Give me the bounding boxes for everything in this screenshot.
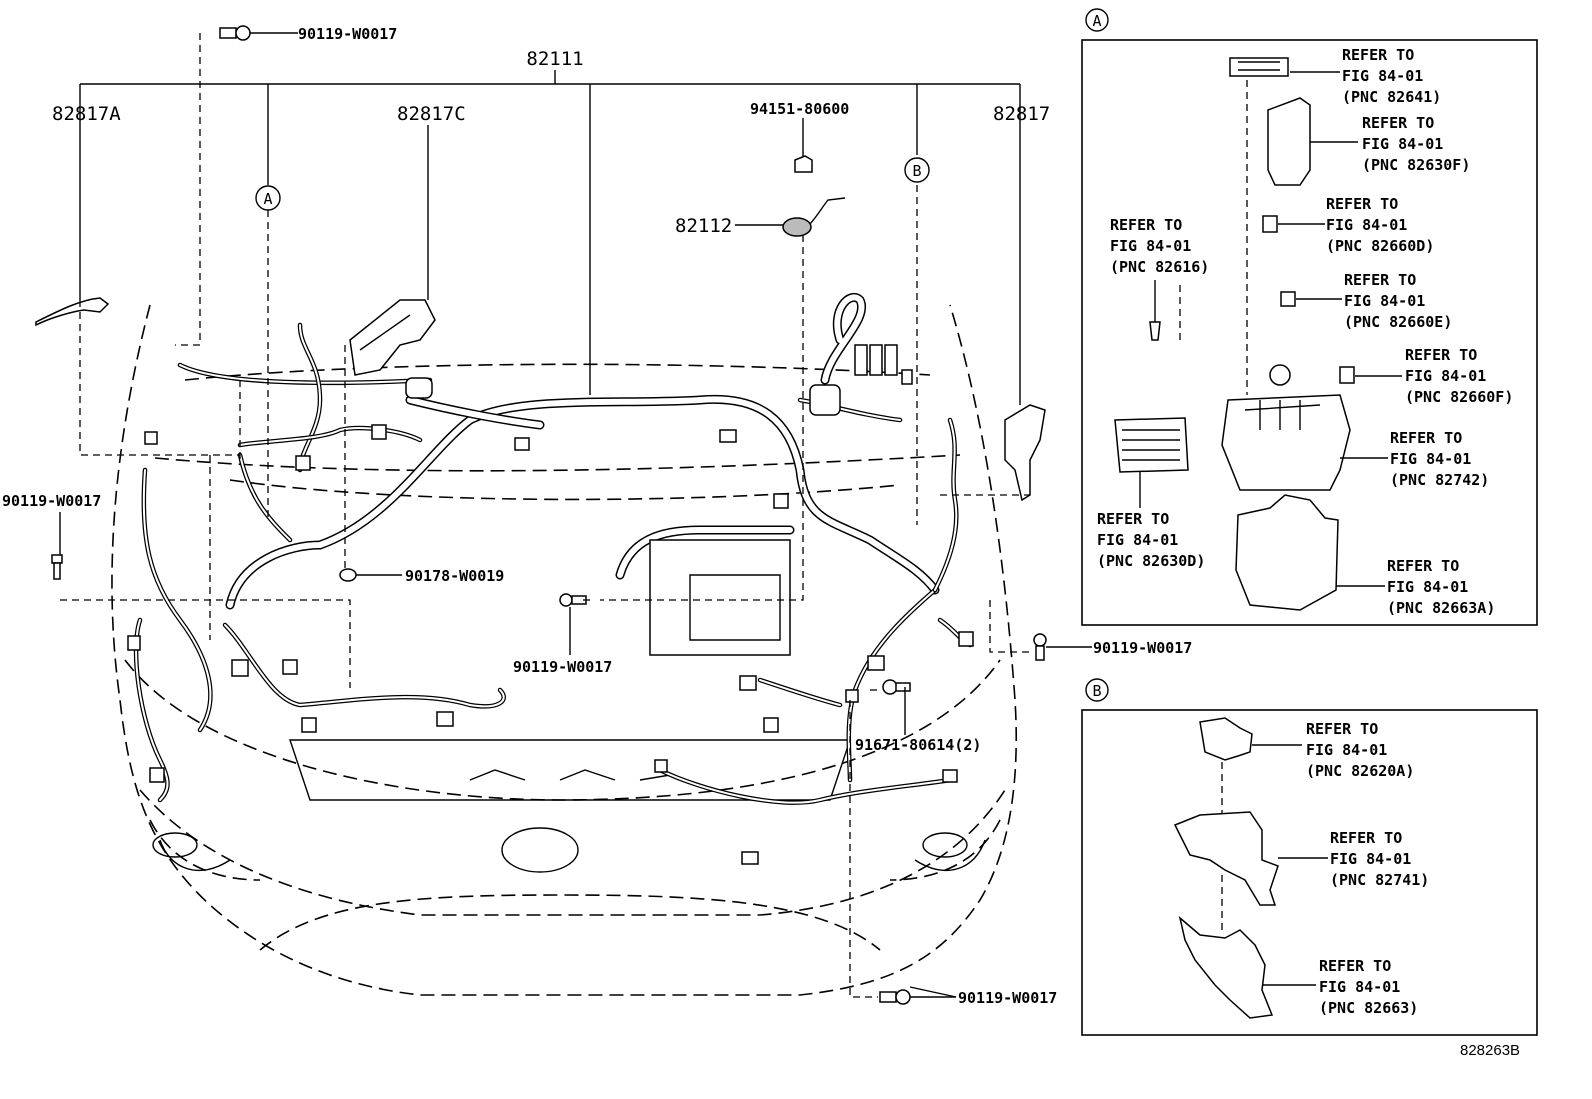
bolt-right-icon: [1033, 633, 1047, 661]
label-82817: 82817: [993, 103, 1050, 125]
inset-a: A REFER TO FIG 84-01 (PNC 82641) REFER T…: [1081, 8, 1538, 626]
svg-text:FIG 84-01: FIG 84-01: [1390, 450, 1471, 468]
label-94151: 94151-80600: [750, 100, 849, 118]
svg-text:FIG 84-01: FIG 84-01: [1362, 135, 1443, 153]
label-bolt-right: 90119-W0017: [1093, 639, 1192, 657]
bolt-center-icon: [559, 593, 587, 607]
clip-center-icon: [339, 568, 357, 582]
svg-text:(PNC 82742): (PNC 82742): [1390, 471, 1489, 489]
svg-text:FIG 84-01: FIG 84-01: [1110, 237, 1191, 255]
svg-text:(PNC 82620A): (PNC 82620A): [1306, 762, 1414, 780]
label-bolt-center: 90119-W0017: [513, 658, 612, 676]
svg-text:REFER TO: REFER TO: [1344, 271, 1416, 289]
label-clip-center: 90178-W0019: [405, 567, 504, 585]
bolt-left-icon: [51, 554, 63, 580]
svg-text:(PNC 82616): (PNC 82616): [1110, 258, 1209, 276]
svg-text:REFER TO: REFER TO: [1390, 429, 1462, 447]
bracket-82817a: [35, 297, 110, 327]
label-bolt-bottom: 90119-W0017: [958, 989, 1057, 1007]
car-body-outline: [111, 304, 1017, 996]
bolt-bottom-icon: [879, 989, 911, 1005]
svg-text:A: A: [1092, 12, 1101, 30]
label-82111: 82111: [526, 48, 583, 70]
figure-id: 828263B: [1460, 1042, 1520, 1059]
svg-text:(PNC 82663A): (PNC 82663A): [1387, 599, 1495, 617]
screw-right-icon: [882, 679, 911, 695]
svg-text:(PNC 82630D): (PNC 82630D): [1097, 552, 1205, 570]
label-82817c: 82817C: [397, 103, 466, 125]
sub-harness-82112: [782, 155, 846, 237]
svg-text:(PNC 82741): (PNC 82741): [1330, 871, 1429, 889]
label-82817a: 82817A: [52, 103, 121, 125]
svg-text:FIG 84-01: FIG 84-01: [1342, 67, 1423, 85]
cover-82817c: [349, 299, 436, 376]
svg-text:REFER TO: REFER TO: [1110, 216, 1182, 234]
svg-text:FIG 84-01: FIG 84-01: [1344, 292, 1425, 310]
svg-text:(PNC 82660E): (PNC 82660E): [1344, 313, 1452, 331]
svg-text:(PNC 82660F): (PNC 82660F): [1405, 388, 1513, 406]
label-screw-right: 91671-80614(2): [855, 736, 981, 754]
svg-text:FIG 84-01: FIG 84-01: [1405, 367, 1486, 385]
main-harness: [225, 293, 940, 610]
svg-text:REFER TO: REFER TO: [1326, 195, 1398, 213]
svg-text:FIG 84-01: FIG 84-01: [1387, 578, 1468, 596]
svg-text:REFER TO: REFER TO: [1319, 957, 1391, 975]
svg-text:FIG 84-01: FIG 84-01: [1319, 978, 1400, 996]
svg-text:FIG 84-01: FIG 84-01: [1097, 531, 1178, 549]
svg-text:(PNC 82663): (PNC 82663): [1319, 999, 1418, 1017]
svg-text:FIG 84-01: FIG 84-01: [1326, 216, 1407, 234]
svg-text:REFER TO: REFER TO: [1405, 346, 1477, 364]
bolt-top-icon: [219, 25, 251, 41]
svg-text:B: B: [1092, 682, 1101, 700]
svg-text:B: B: [912, 162, 921, 180]
label-bolt-left: 90119-W0017: [2, 492, 101, 510]
label-bolt-top: 90119-W0017: [298, 25, 397, 43]
svg-text:(PNC 82660D): (PNC 82660D): [1326, 237, 1434, 255]
callout-a-main: A: [255, 185, 281, 211]
svg-text:REFER TO: REFER TO: [1097, 510, 1169, 528]
leaders: [59, 32, 1181, 998]
svg-text:FIG 84-01: FIG 84-01: [1330, 850, 1411, 868]
svg-text:(PNC 82630F): (PNC 82630F): [1362, 156, 1470, 174]
svg-text:(PNC 82641): (PNC 82641): [1342, 88, 1441, 106]
label-82112: 82112: [675, 215, 732, 237]
inset-b: B REFER TO FIG 84-01 (PNC 82620A) REFER …: [1081, 678, 1538, 1036]
svg-text:REFER TO: REFER TO: [1330, 829, 1402, 847]
cover-82817: [1004, 404, 1046, 502]
svg-text:REFER TO: REFER TO: [1362, 114, 1434, 132]
svg-text:REFER TO: REFER TO: [1306, 720, 1378, 738]
svg-text:A: A: [263, 190, 272, 208]
bolts: [51, 25, 1047, 1005]
svg-text:REFER TO: REFER TO: [1342, 46, 1414, 64]
callout-b-main: B: [904, 157, 930, 183]
svg-text:FIG 84-01: FIG 84-01: [1306, 741, 1387, 759]
svg-text:REFER TO: REFER TO: [1387, 557, 1459, 575]
harness-connectors: [127, 344, 974, 865]
